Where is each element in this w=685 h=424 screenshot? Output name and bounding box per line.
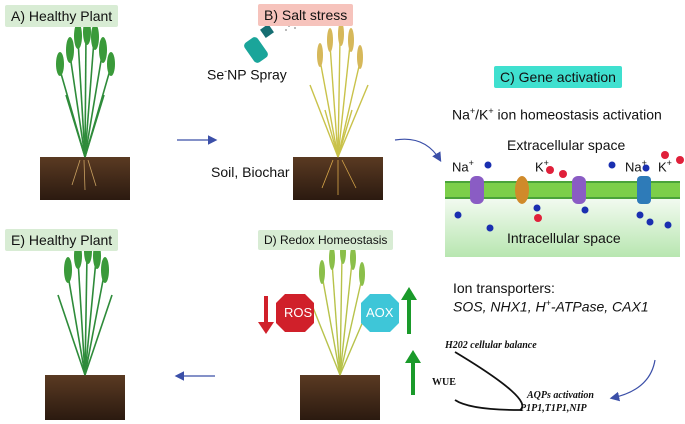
wue-increase-arrow-icon (405, 350, 421, 363)
healthy-plant-e (45, 238, 125, 420)
transporter-k (515, 176, 529, 204)
water-balance-curve (454, 351, 524, 411)
h2o2-label: H202 cellular balance (445, 340, 537, 351)
extracellular-label: Extracellular space (507, 137, 626, 153)
arrow-c-to-d (609, 359, 656, 402)
arrow-b-to-c (394, 138, 442, 163)
panel-b-label: B) Salt stress (258, 4, 354, 26)
panel-d-label: D) Redox Homeostasis (258, 230, 394, 250)
ion-na-label-right: Na+ (625, 158, 647, 175)
recovering-plant-d (300, 240, 380, 420)
aox-group (361, 287, 417, 334)
decrease-arrow-icon (258, 322, 274, 334)
cell-membrane (445, 151, 684, 257)
transporters-title: Ion transporters: (453, 280, 555, 296)
ion-k-label-right: K+ (658, 158, 672, 175)
healthy-plant-a (40, 19, 130, 200)
intracellular-label: Intracellular space (507, 230, 621, 246)
transporter-nak (637, 176, 651, 204)
panel-c-label: C) Gene activation (494, 66, 622, 88)
stressed-plant-b (293, 22, 383, 200)
aox-label: AOX (366, 305, 394, 320)
ros-group (258, 294, 314, 334)
soil-label: Soil, Biochar (211, 164, 290, 180)
aqp-genes: P1P1,T1P1,NIP (520, 403, 587, 414)
ion-k-label: K+ (535, 158, 549, 175)
ion-na-label-left: Na+ (452, 158, 474, 175)
increase-arrow-icon (401, 287, 417, 300)
panel-e-label: E) Healthy Plant (5, 229, 119, 251)
aqp-title: AQPs activation (527, 390, 594, 401)
transporters-list: SOS, NHX1, H+-ATPase, CAX1 (453, 298, 649, 315)
spray-label: Se-NP Spray (207, 66, 287, 83)
panel-a-label: A) Healthy Plant (5, 5, 119, 27)
transporter-mid (572, 176, 586, 204)
wue-label: WUE (432, 377, 456, 388)
ros-label: ROS (284, 305, 313, 320)
homeostasis-label: Na+/K+ ion homeostasis activation (452, 106, 662, 123)
transporter-na (470, 176, 484, 204)
